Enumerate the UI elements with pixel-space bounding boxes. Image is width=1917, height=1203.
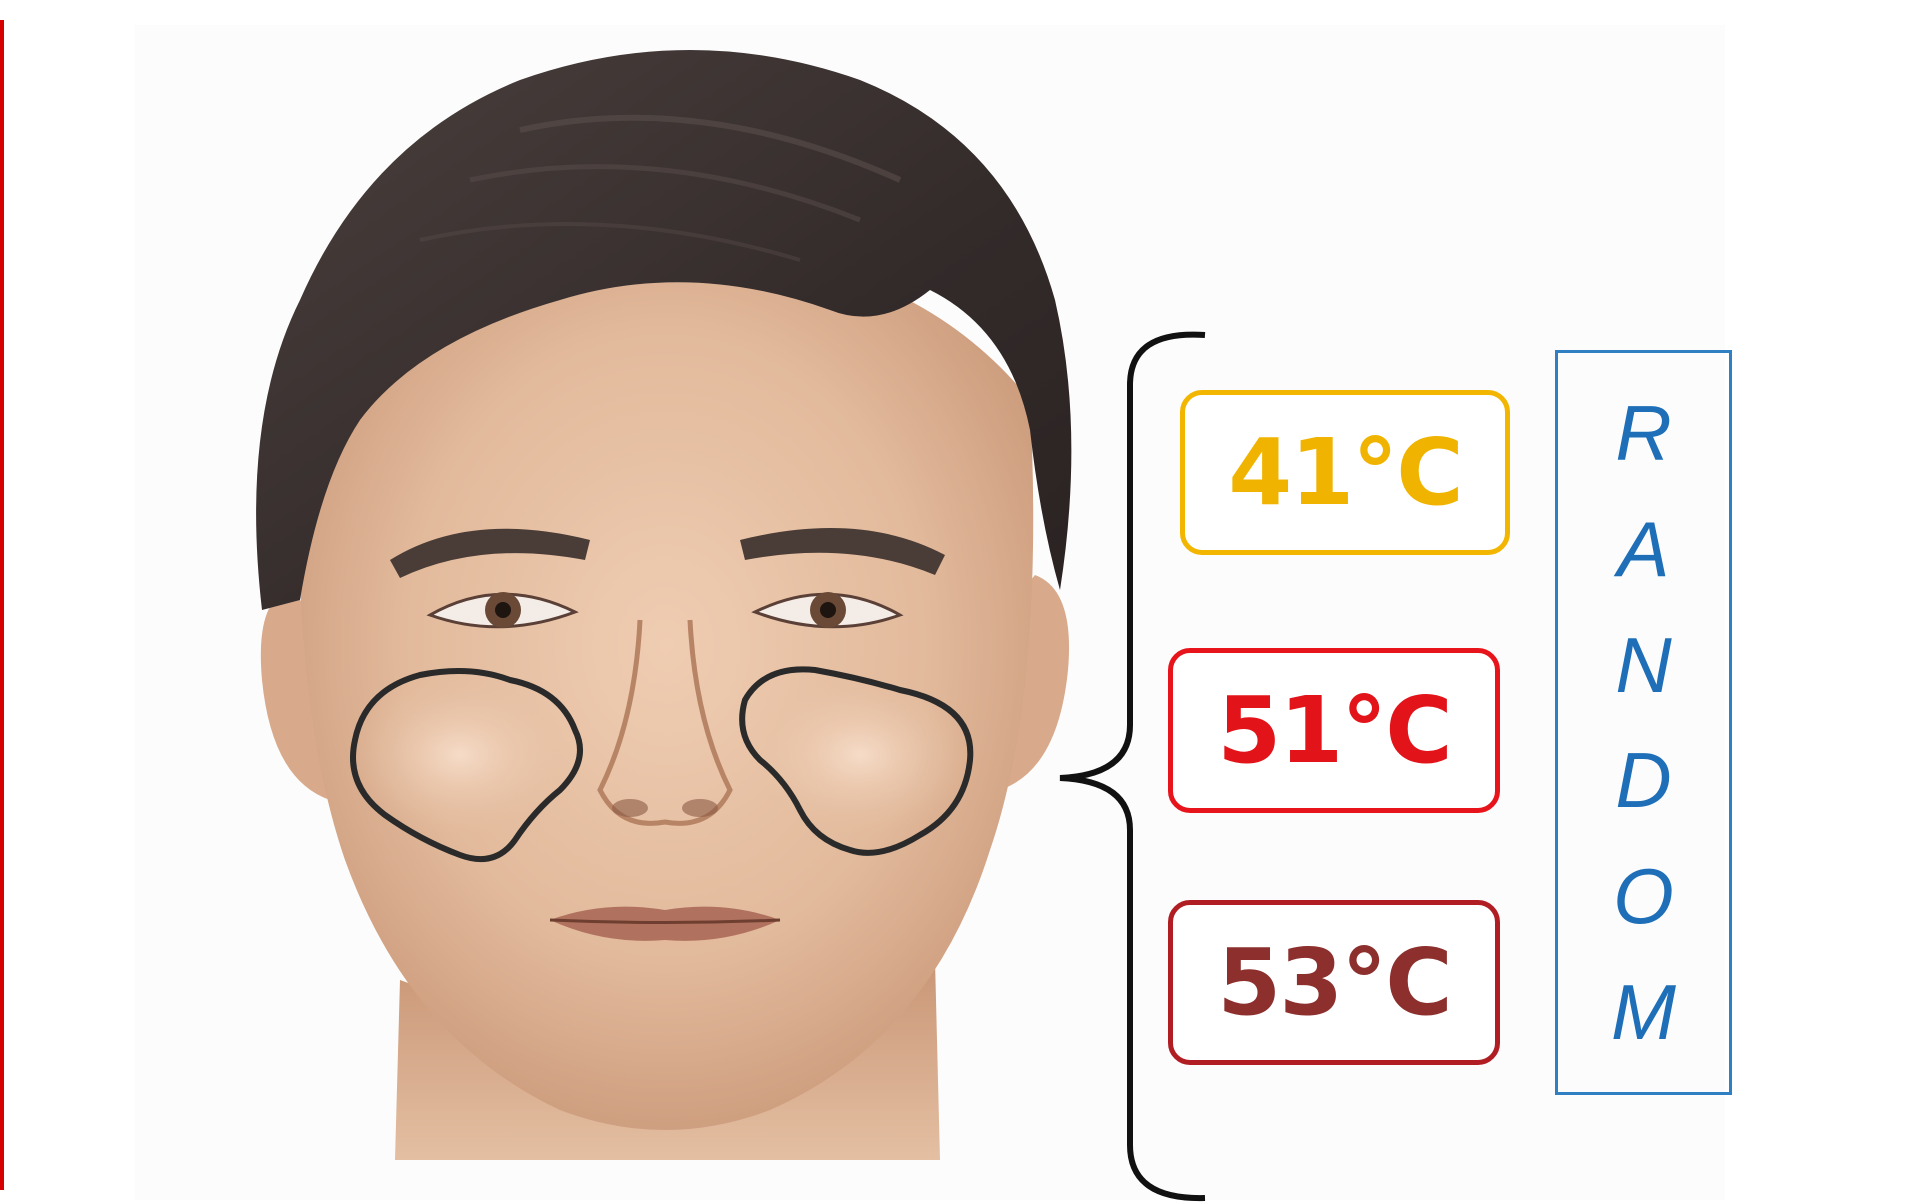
temperature-box-51: 51°C [1168, 648, 1500, 813]
random-letter: D [1615, 740, 1671, 820]
random-letter: O [1613, 856, 1674, 936]
temperature-box-41: 41°C [1180, 390, 1510, 555]
random-letter: A [1617, 509, 1669, 589]
random-letter: N [1615, 625, 1671, 705]
temperature-label-41: 41°C [1228, 419, 1462, 526]
temperature-label-51: 51°C [1217, 677, 1451, 784]
temperature-label-53: 53°C [1217, 929, 1451, 1036]
random-letter: R [1615, 393, 1671, 473]
random-order-box: R A N D O M [1555, 350, 1732, 1095]
temperature-box-53: 53°C [1168, 900, 1500, 1065]
random-letter: M [1611, 972, 1676, 1052]
